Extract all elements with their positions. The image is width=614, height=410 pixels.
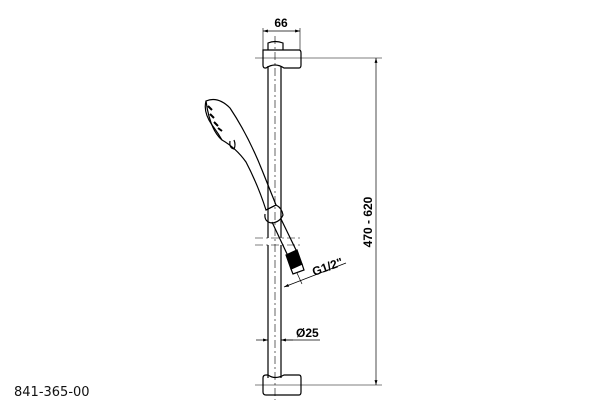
top-bracket — [262, 40, 302, 69]
diameter-dimension-label: Ø25 — [296, 326, 319, 340]
hand-shower — [204, 98, 305, 275]
height-dimension-label: 470 - 620 — [361, 196, 375, 247]
dimension-lines — [256, 29, 378, 385]
bottom-bracket — [262, 374, 302, 396]
thread-dimension-label: G1/2" — [310, 255, 345, 279]
width-dimension-label: 66 — [274, 16, 288, 30]
part-number: 841-365-00 — [14, 385, 90, 400]
